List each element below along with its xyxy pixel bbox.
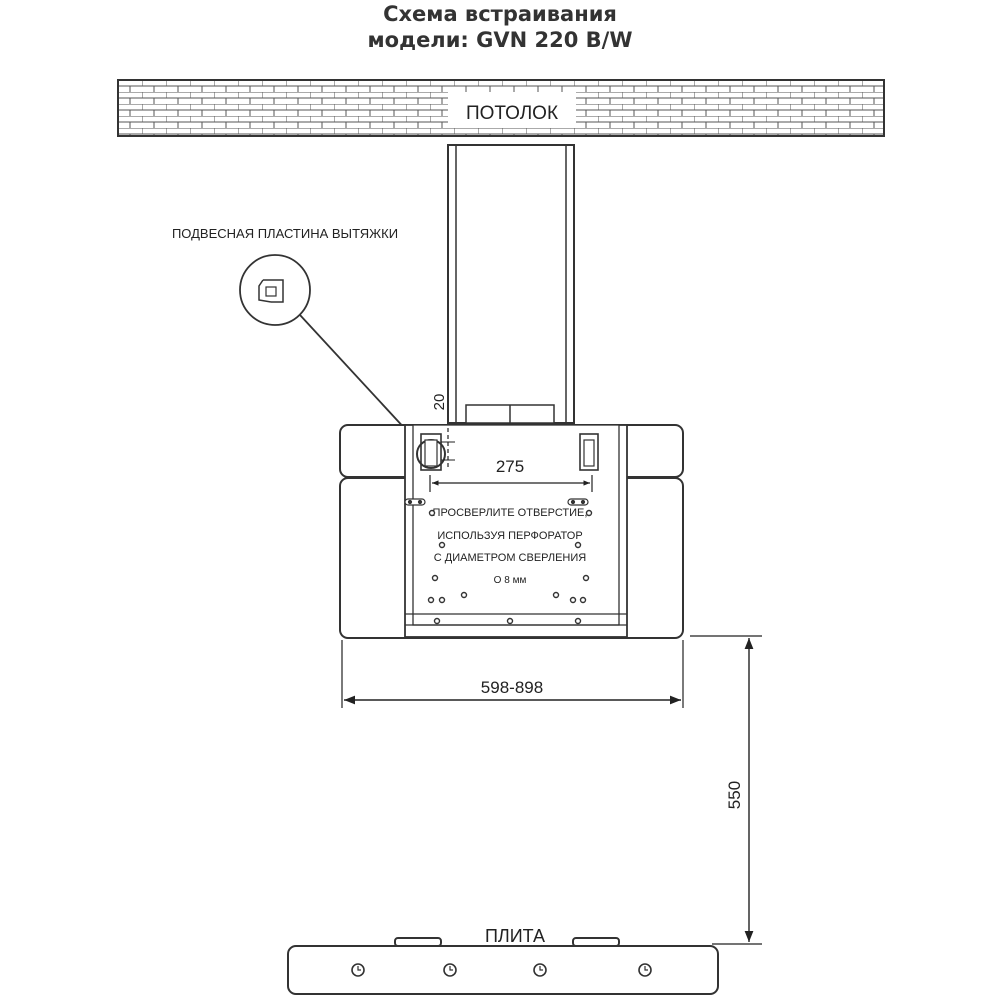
stove-label: ПЛИТА (485, 926, 545, 946)
diagram-title-line2: модели: GVN 220 B/W (367, 28, 633, 52)
dimension-width: 598-898 (341, 640, 684, 708)
instruction-line-2: ИСПОЛЬЗУЯ ПЕРФОРАТОР (437, 530, 582, 542)
plate-callout (239, 254, 421, 446)
bracket-left (416, 433, 446, 471)
ceiling-label: ПОТОЛОК (466, 103, 558, 124)
drill-holes (427, 509, 593, 625)
chimney-duct (447, 144, 575, 424)
dimension-hole-spacing: 275 (429, 457, 593, 492)
dimension-height-label: 550 (725, 781, 744, 809)
plate-label: ПОДВЕСНАЯ ПЛАСТИНА ВЫТЯЖКИ (172, 226, 398, 241)
instruction-line-4: О 8 мм (494, 575, 527, 586)
bracket-right (579, 433, 599, 471)
diagram-title-line1: Схема встраивания (383, 2, 617, 26)
dimension-gap-label: 20 (431, 394, 448, 411)
instruction-line-1: ПРОСВЕРЛИТЕ ОТВЕРСТИЕ, (433, 507, 588, 519)
dimension-width-label: 598-898 (481, 678, 543, 697)
ceiling: ПОТОЛОК (117, 79, 885, 137)
instruction-line-3: С ДИАМЕТРОМ СВЕРЛЕНИЯ (434, 552, 587, 564)
mounting-slots (404, 498, 589, 506)
dimension-gap: 20 (431, 394, 455, 470)
dimension-hole-spacing-label: 275 (496, 457, 524, 476)
stove (287, 937, 719, 995)
dimension-height: 550 (690, 635, 762, 945)
